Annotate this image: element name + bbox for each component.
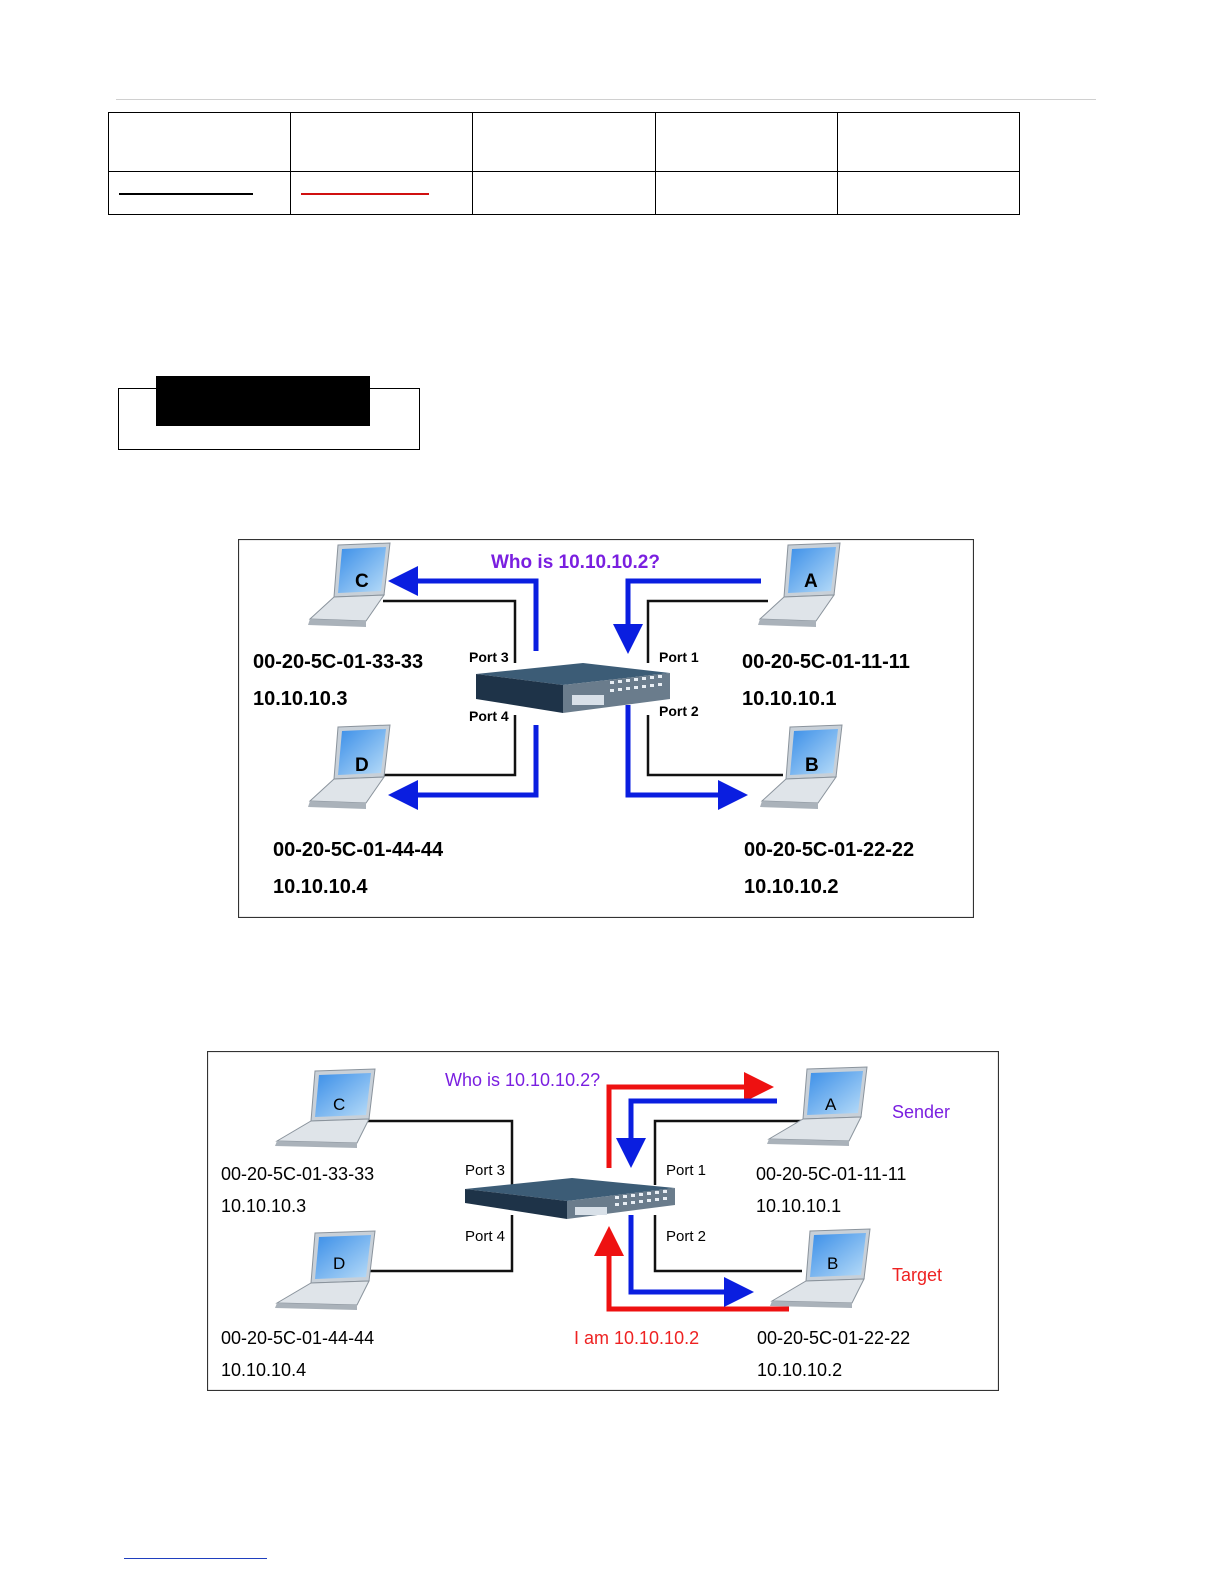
footer-link-underline[interactable]	[124, 1558, 267, 1559]
host-d-mac: 00-20-5C-01-44-44	[273, 839, 444, 861]
host-b-ip: 10.10.10.2	[744, 876, 839, 898]
host-a-ip: 10.10.10.1	[742, 688, 837, 710]
host-c-letter: C	[333, 1095, 346, 1114]
header-cell-9	[654, 171, 838, 215]
host-a-ip: 10.10.10.1	[756, 1196, 842, 1216]
arp-reply-graphic	[207, 1051, 999, 1391]
host-d-ip: 10.10.10.4	[273, 876, 368, 898]
arrow-to-b	[625, 705, 748, 810]
arp-question-label: Who is 10.10.10.2?	[445, 1070, 601, 1090]
request-arrows	[616, 1098, 777, 1307]
host-a-letter: A	[804, 571, 818, 592]
header-cell-8	[472, 171, 656, 215]
host-c-mac: 00-20-5C-01-33-33	[221, 1164, 375, 1184]
port-2-label: Port 2	[659, 703, 699, 719]
host-b-mac: 00-20-5C-01-22-22	[744, 839, 915, 861]
host-c-letter: C	[355, 571, 369, 592]
arp-request-graphic	[238, 539, 974, 918]
cables	[357, 1119, 802, 1273]
laptop-a-icon	[758, 542, 841, 627]
switch-icon	[465, 1178, 675, 1219]
port-3-label: Port 3	[465, 1162, 506, 1179]
port-3-label: Port 3	[469, 649, 509, 665]
header-cell-5	[836, 112, 1021, 172]
cables	[383, 599, 783, 777]
host-d-letter: D	[355, 755, 369, 776]
host-b-letter: B	[827, 1254, 839, 1273]
laptop-b-icon	[770, 1228, 871, 1308]
laptop-b-icon	[760, 724, 843, 809]
header-nav-table	[107, 112, 1021, 215]
port-2-label: Port 2	[666, 1228, 707, 1245]
header-cell-4	[654, 112, 838, 172]
section-label-redacted	[156, 376, 370, 426]
host-c-ip: 10.10.10.3	[253, 688, 348, 710]
arrow-reply-from-b	[594, 1226, 789, 1312]
header-cell-1	[107, 112, 292, 172]
laptop-c-icon	[275, 1068, 376, 1148]
request-arrows	[388, 566, 761, 810]
arp-request-diagram: Who is 10.10.10.2? C A D B Port 3 Port 4…	[238, 539, 974, 918]
host-c-mac: 00-20-5C-01-33-33	[253, 651, 424, 673]
arrow-from-a	[613, 578, 761, 654]
port-1-label: Port 1	[659, 649, 699, 665]
arp-question-label: Who is 10.10.10.2?	[491, 552, 660, 573]
arp-reply-diagram: Who is 10.10.10.2? I am 10.10.10.2 Sende…	[207, 1051, 999, 1391]
laptop-c-icon	[308, 542, 391, 627]
port-4-label: Port 4	[469, 708, 509, 724]
host-a-letter: A	[825, 1095, 837, 1114]
port-4-label: Port 4	[465, 1228, 506, 1245]
arrow-reply-to-a	[606, 1072, 774, 1168]
reply-arrows	[594, 1072, 789, 1312]
laptop-a-icon	[767, 1066, 868, 1146]
host-a-mac: 00-20-5C-01-11-11	[756, 1164, 907, 1184]
header-rule	[116, 99, 1096, 100]
host-d-letter: D	[333, 1254, 346, 1273]
header-cell-2	[290, 112, 474, 172]
header-cell-10	[836, 171, 1021, 215]
header-link-cell-2[interactable]	[290, 171, 474, 215]
header-link-cell-1[interactable]	[107, 171, 292, 215]
target-label: Target	[892, 1265, 943, 1285]
laptop-d-icon	[275, 1230, 376, 1310]
host-b-ip: 10.10.10.2	[757, 1360, 843, 1380]
port-1-label: Port 1	[666, 1162, 707, 1179]
laptop-d-icon	[308, 724, 391, 809]
host-b-letter: B	[805, 755, 819, 776]
arrow-to-c	[388, 566, 539, 651]
host-a-mac: 00-20-5C-01-11-11	[742, 651, 910, 673]
host-d-mac: 00-20-5C-01-44-44	[221, 1328, 375, 1348]
arrow-from-a	[616, 1098, 777, 1168]
host-b-mac: 00-20-5C-01-22-22	[757, 1328, 911, 1348]
arrow-to-d	[388, 725, 539, 810]
header-cell-3	[472, 112, 656, 172]
sender-label: Sender	[892, 1102, 951, 1122]
arp-reply-label: I am 10.10.10.2	[574, 1328, 700, 1348]
host-d-ip: 10.10.10.4	[221, 1360, 307, 1380]
host-c-ip: 10.10.10.3	[221, 1196, 307, 1216]
arrow-to-b	[628, 1215, 754, 1307]
switch-icon	[476, 663, 670, 713]
